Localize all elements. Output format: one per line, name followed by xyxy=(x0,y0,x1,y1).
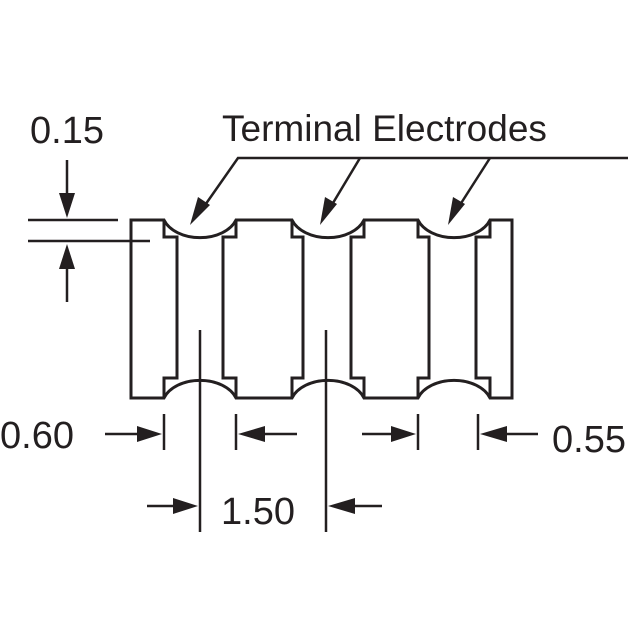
width-arrow-right xyxy=(137,426,162,442)
end-terminal-dimension xyxy=(362,414,538,450)
callout-label: Terminal Electrodes xyxy=(222,108,547,149)
package-outline xyxy=(129,218,514,400)
end-arrow-right xyxy=(391,426,416,442)
callout-leaders xyxy=(190,156,628,225)
terminal-width-label: 0.60 xyxy=(0,415,74,457)
callout-arrowhead-3 xyxy=(448,197,465,225)
thickness-arrow-up xyxy=(59,244,75,269)
pitch-arrow-left xyxy=(328,498,355,514)
pitch-dimension xyxy=(147,330,382,532)
terminal-width-dimension xyxy=(105,414,297,450)
end-arrow-left xyxy=(480,426,507,442)
width-arrow-left xyxy=(238,426,265,442)
terminal-2-outline xyxy=(221,220,305,398)
callout-arrowhead-1 xyxy=(190,197,210,225)
pitch-arrow-right xyxy=(173,498,198,514)
terminal-3-outline xyxy=(349,220,431,398)
thickness-arrow-down xyxy=(59,193,75,218)
pitch-label: 1.50 xyxy=(221,491,295,533)
terminal-4-outline xyxy=(474,220,492,398)
thickness-label: 0.15 xyxy=(30,110,104,152)
callout-arrowhead-2 xyxy=(320,197,337,225)
terminal-1-outline xyxy=(162,220,179,398)
thickness-dimension xyxy=(28,160,150,302)
package-body xyxy=(129,218,514,400)
end-terminal-label: 0.55 xyxy=(552,419,626,461)
